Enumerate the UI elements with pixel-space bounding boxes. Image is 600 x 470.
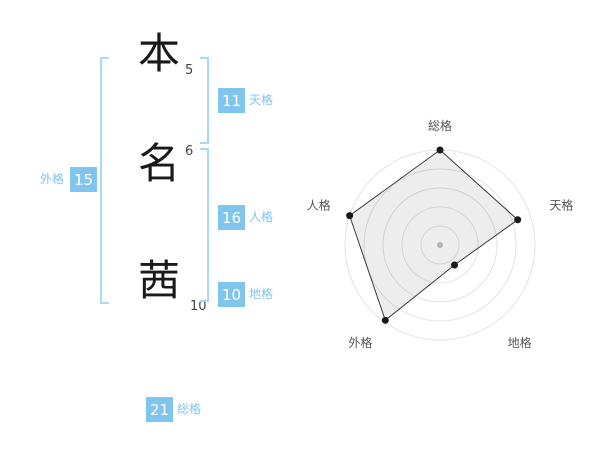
radar-point: [346, 212, 354, 220]
jinkaku-score-label: 人格: [249, 210, 274, 224]
stroke-count-1: 5: [185, 63, 194, 78]
name-character-1: 本: [138, 29, 181, 78]
radar-polygon: [349, 149, 519, 322]
soukaku-score-box: 21: [146, 397, 173, 422]
radar-axis-label: 外格: [348, 335, 372, 350]
radar-axis-label: 人格: [307, 197, 331, 212]
name-character-3: 茜: [138, 256, 181, 305]
radar-axis-label: 天格: [549, 197, 573, 212]
stroke-count-2: 6: [185, 144, 194, 159]
radar-center-dot: [437, 242, 443, 248]
soukaku-score-label: 総格: [177, 402, 202, 416]
radar-ring: [382, 187, 498, 303]
radar-point: [436, 146, 444, 154]
gaikaku-score-label: 外格: [40, 172, 65, 186]
jinkaku-score-box: 16: [218, 205, 245, 230]
radar-ring: [401, 206, 479, 284]
tenkaku-score-box: 11: [218, 88, 245, 113]
gaikaku-bracket: [100, 57, 109, 304]
radar-chart-area: 総格天格地格 外格 人格: [300, 115, 600, 379]
radar-point: [381, 316, 389, 324]
tenkaku-bracket: [200, 57, 209, 144]
name-character-2: 名: [138, 139, 181, 188]
radar-point: [451, 261, 459, 269]
radar-axis-label: 地格: [508, 335, 532, 350]
stroke-count-3: 10: [190, 299, 207, 314]
radar-axis-label: 総格: [428, 118, 452, 133]
radar-ring: [363, 168, 517, 322]
chikaku-score-box: 10: [218, 282, 245, 307]
gaikaku-score-box: 15: [70, 167, 97, 192]
jinkaku-bracket: [200, 148, 209, 302]
radar-point: [514, 216, 522, 224]
chikaku-score-label: 地格: [249, 287, 274, 301]
tenkaku-score-label: 天格: [249, 93, 274, 107]
radar-ring: [420, 225, 460, 265]
